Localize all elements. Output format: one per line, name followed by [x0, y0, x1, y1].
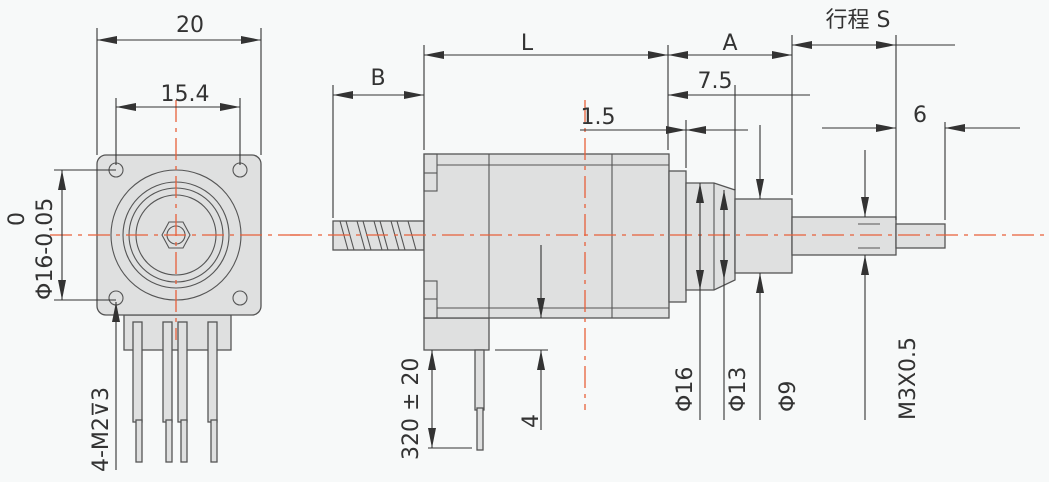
tip-length-label: 6 [913, 103, 927, 128]
front-view: 20 15.4 Φ16-0.05 0 4-M2⊽3 [5, 13, 300, 472]
flange-thickness-label: 1.5 [581, 105, 616, 130]
side-view: L A 行程 S B 7.5 1.5 6 Φ16 Φ13 Φ9 M3X0.5 4… [290, 8, 1049, 460]
taper-dia-label: Φ13 [726, 367, 751, 412]
stroke-label: 行程 S [826, 8, 891, 33]
mount-holes-label: 4-M2⊽3 [89, 387, 114, 472]
connector-block [423, 317, 490, 351]
boss-tol-label: 0 [5, 212, 30, 226]
length-l-label: L [521, 31, 534, 56]
motor-body [423, 153, 670, 319]
bushing [734, 198, 793, 274]
hole-spacing-label: 15.4 [161, 82, 210, 107]
collar-length-label: 7.5 [698, 69, 733, 94]
bushing-dia-label: Φ9 [776, 381, 801, 412]
width-dim-label: 20 [176, 13, 204, 38]
thread-label: M3X0.5 [896, 337, 921, 420]
flange [668, 170, 687, 303]
terminal-pins [132, 321, 218, 463]
length-a-label: A [722, 31, 737, 56]
collar [685, 182, 736, 291]
shaft [791, 216, 897, 256]
offset-label: 4 [519, 414, 544, 428]
collar-dia-label: Φ16 [673, 367, 698, 412]
length-b-label: B [370, 66, 385, 91]
lead-wire [474, 349, 485, 411]
boss-dia-label: Φ16-0.05 [33, 198, 58, 300]
shaft-tip [895, 223, 946, 249]
lead-length-label: 320 ± 20 [399, 358, 424, 460]
